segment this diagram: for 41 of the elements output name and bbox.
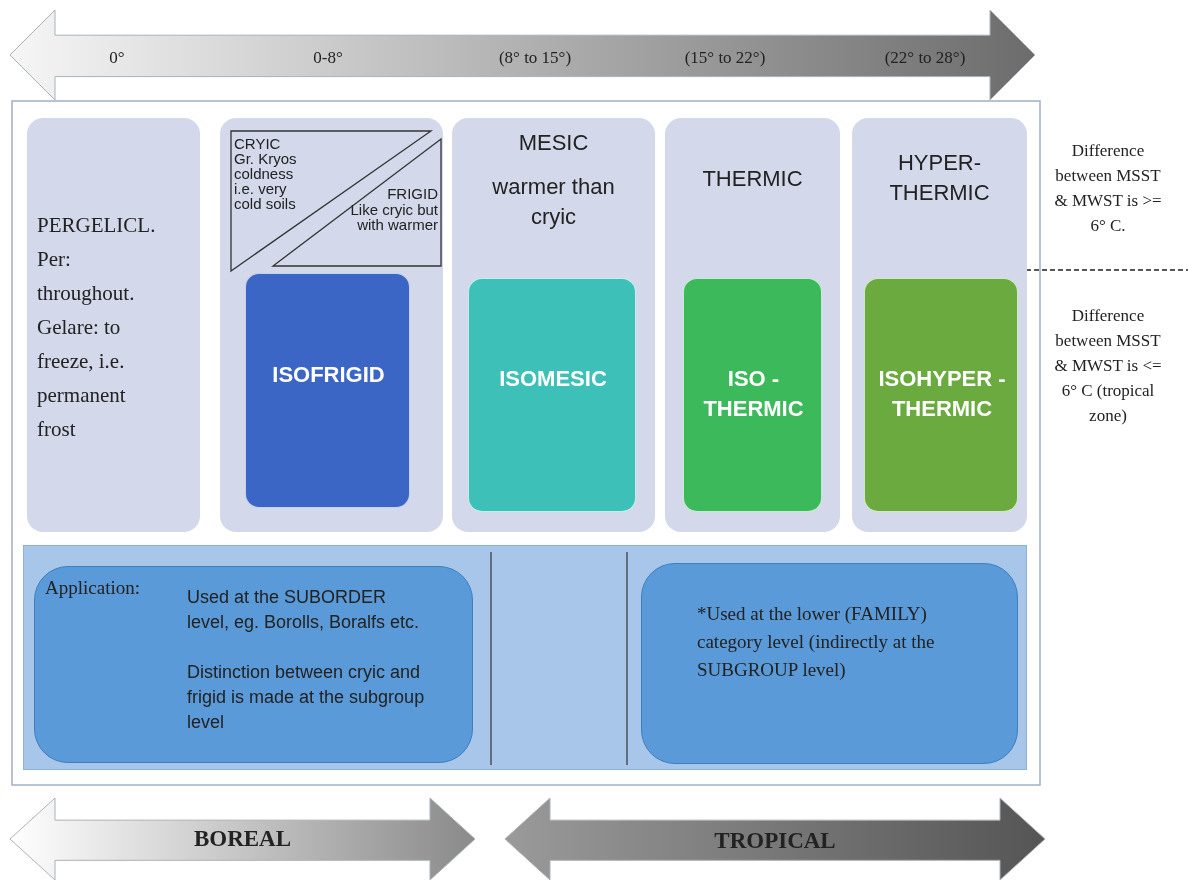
heading-text: FRIGID: [386, 186, 438, 201]
description-text: *Used at the lower (FAMILY) category level (indirectly at the SUBGROUP level): [697, 602, 936, 682]
category-card: [665, 118, 840, 532]
category-name: ISOHYPER - THERMIC: [877, 365, 1007, 423]
zone-banner: [505, 798, 1045, 880]
note-text: Difference between MSST & MWST is <= 6° C (tropical zone): [1053, 305, 1163, 427]
temperature-label: (22° to 28°): [883, 48, 967, 68]
category-box: [683, 278, 822, 512]
category-name: ISOMESIC: [498, 365, 608, 393]
heading-text: CRYIC: [234, 136, 282, 151]
note-box: [641, 563, 1018, 764]
description-text: Used at the SUBORDER level, eg. Borolls, Boralfs etc.: [187, 586, 421, 634]
category-card: [220, 118, 443, 532]
heading-text: MESIC: [517, 130, 590, 156]
temperature-label: 0-8°: [312, 48, 344, 68]
category-name: ISOFRIGID: [271, 360, 386, 389]
zone-banner: [10, 10, 1035, 100]
category-card: [452, 118, 655, 532]
description-text: Like cryic but with warmer: [349, 202, 438, 232]
category-card: [27, 118, 200, 532]
description-text: PERGELICL. Per: throughout. Gelare: to freeze, i.e. permanent frost: [37, 212, 157, 443]
temperature-label: (8° to 15°): [497, 48, 573, 68]
category-name: ISO - THERMIC: [702, 365, 805, 423]
category-box: [864, 278, 1018, 512]
note-text: Difference between MSST & MWST is >= 6° C.: [1053, 140, 1163, 237]
description-text: THERMIC: [701, 166, 804, 192]
note-box: [34, 566, 473, 763]
temperature-label: 0°: [108, 48, 126, 68]
description-text: HYPER- THERMIC: [888, 149, 991, 207]
application-band: [23, 545, 1027, 770]
category-box: [245, 273, 410, 508]
heading-text: Application:: [45, 577, 141, 599]
zone-label: TROPICAL: [713, 828, 837, 854]
zone-banner: [10, 798, 475, 880]
category-box: [468, 278, 636, 512]
temperature-label: (15° to 22°): [683, 48, 767, 68]
category-card: [852, 118, 1027, 532]
zone-label: BOREAL: [192, 826, 293, 852]
description-text: Gr. Kryos coldness i.e. very cold soils: [234, 151, 298, 211]
description-text: warmer than cryic: [491, 173, 616, 231]
description-text: Distinction between cryic and frigid is made at the subgroup level: [187, 661, 426, 734]
